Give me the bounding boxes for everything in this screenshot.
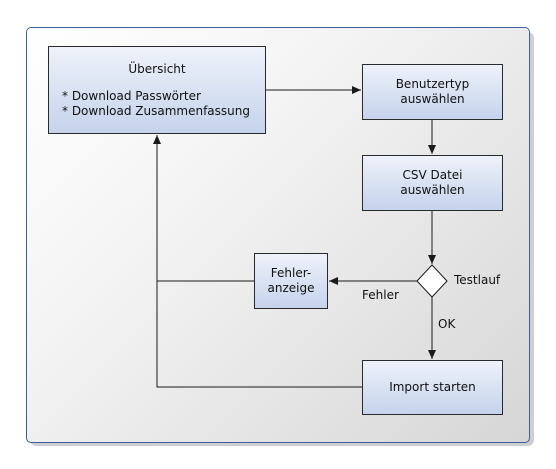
decision-label: Testlauf <box>454 273 501 287</box>
usertype-line-2: auswählen <box>400 92 465 106</box>
edge-label-ok: OK <box>438 317 456 331</box>
error-display-node: Fehler- anzeige <box>254 253 328 309</box>
import-line-1: Import starten <box>389 380 476 394</box>
edge-import-to-overview <box>153 135 362 388</box>
usertype-line-1: Benutzertyp <box>395 77 470 91</box>
overview-title: Übersicht <box>128 61 186 76</box>
select-csv-node: CSV Datei auswählen <box>362 155 503 211</box>
start-import-node: Import starten <box>362 360 503 415</box>
decision-diamond <box>416 264 448 298</box>
select-usertype-node: Benutzertyp auswählen <box>362 64 503 120</box>
overview-node: Übersicht * Download Passwörter * Downlo… <box>48 46 266 134</box>
error-line-2: anzeige <box>267 281 315 295</box>
overview-bullet-list: * Download Passwörter * Download Zusamme… <box>62 89 252 119</box>
edge-label-error: Fehler <box>362 288 399 302</box>
csv-line-2: auswählen <box>400 183 465 197</box>
overview-bullet-passwords: * Download Passwörter <box>62 88 201 103</box>
error-line-1: Fehler- <box>270 266 312 280</box>
overview-bullet-summary: * Download Zusammenfassung <box>62 103 250 118</box>
csv-line-1: CSV Datei <box>402 168 463 182</box>
